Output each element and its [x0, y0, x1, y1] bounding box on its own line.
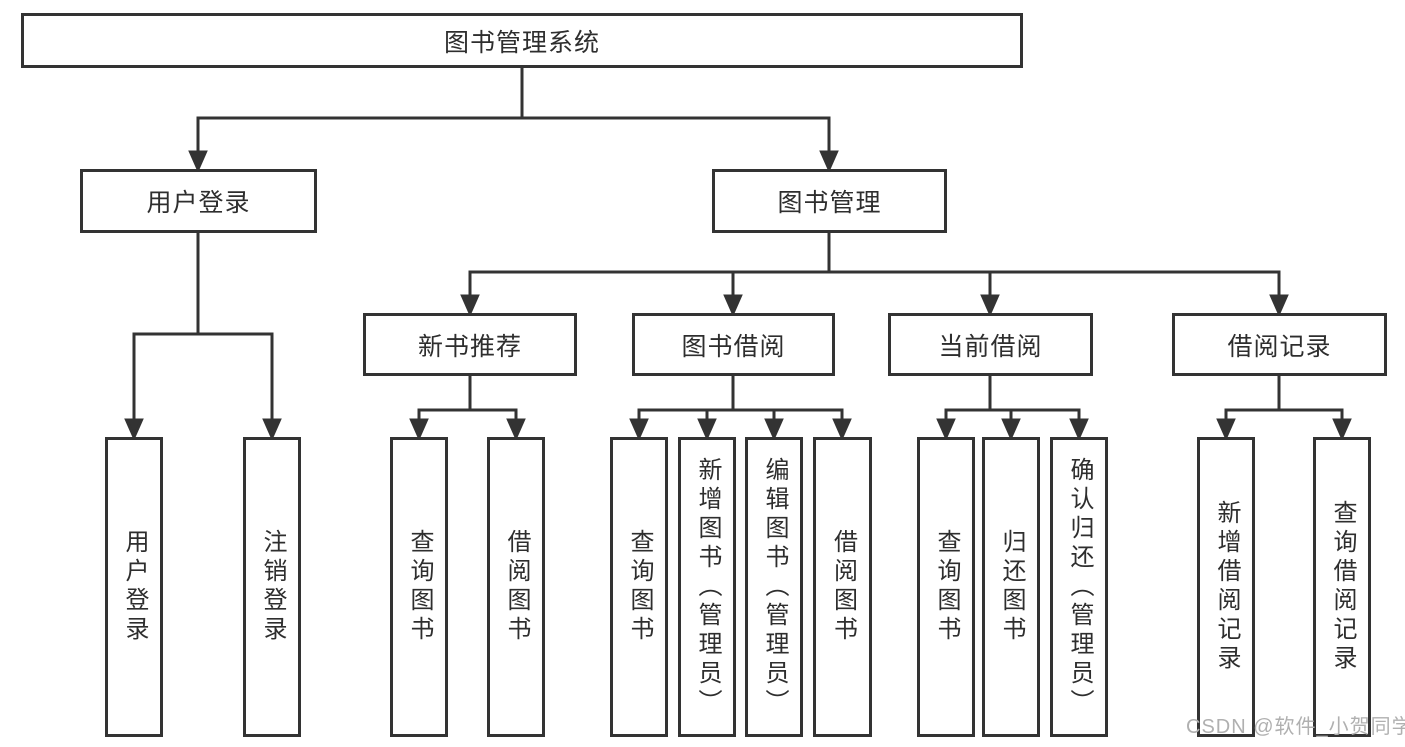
node-library-system: 图书管理系统 — [21, 13, 1023, 68]
node-book-management-branch: 图书管理 — [712, 169, 947, 233]
node-query-borrow-record-label: 查询借阅记录 — [1329, 500, 1356, 674]
node-logout-login-label: 注销登录 — [259, 529, 286, 645]
node-query-borrow-record: 查询借阅记录 — [1313, 437, 1371, 737]
node-recommend-borrow-books-label: 借阅图书 — [503, 529, 530, 645]
csdn-watermark: CSDN @软件_小贺同学 — [1186, 716, 1405, 738]
node-current-borrowing: 当前借阅 — [888, 313, 1093, 376]
node-return-books: 归还图书 — [982, 437, 1040, 737]
node-borrowing-query-books-label: 查询图书 — [626, 529, 653, 645]
node-book-borrowing-label: 图书借阅 — [681, 332, 786, 361]
node-new-book-recommend-label: 新书推荐 — [417, 332, 522, 361]
node-confirm-return-admin: 确认归还（管理员） — [1050, 437, 1108, 737]
node-add-borrow-record: 新增借阅记录 — [1197, 437, 1255, 737]
node-borrowing-borrow-books: 借阅图书 — [813, 437, 872, 737]
node-book-borrowing: 图书借阅 — [632, 313, 835, 376]
node-recommend-query-books: 查询图书 — [390, 437, 448, 737]
node-borrowing-records-label: 借阅记录 — [1227, 332, 1332, 361]
node-new-book-recommend: 新书推荐 — [363, 313, 577, 376]
node-current-query-books-label: 查询图书 — [933, 529, 960, 645]
node-current-query-books: 查询图书 — [917, 437, 975, 737]
node-edit-books-admin-label: 编辑图书（管理员） — [761, 456, 788, 718]
node-borrowing-records: 借阅记录 — [1172, 313, 1387, 376]
node-recommend-query-books-label: 查询图书 — [406, 529, 433, 645]
node-book-management-branch-label: 图书管理 — [777, 189, 882, 217]
node-add-books-admin: 新增图书（管理员） — [678, 437, 736, 737]
node-user-login: 用户登录 — [105, 437, 163, 737]
node-current-borrowing-label: 当前借阅 — [938, 332, 1043, 361]
node-recommend-borrow-books: 借阅图书 — [487, 437, 545, 737]
node-confirm-return-admin-label: 确认归还（管理员） — [1066, 456, 1093, 718]
node-add-books-admin-label: 新增图书（管理员） — [694, 456, 721, 718]
node-logout-login: 注销登录 — [243, 437, 301, 737]
node-library-system-label: 图书管理系统 — [443, 28, 600, 57]
node-user-login-label: 用户登录 — [121, 529, 148, 645]
node-borrowing-borrow-books-label: 借阅图书 — [829, 529, 857, 645]
node-add-borrow-record-label: 新增借阅记录 — [1213, 500, 1240, 674]
node-return-books-label: 归还图书 — [998, 529, 1025, 645]
node-user-login-branch: 用户登录 — [80, 169, 317, 233]
node-edit-books-admin: 编辑图书（管理员） — [745, 437, 803, 737]
node-user-login-branch-label: 用户登录 — [146, 189, 251, 217]
node-borrowing-query-books: 查询图书 — [610, 437, 668, 737]
